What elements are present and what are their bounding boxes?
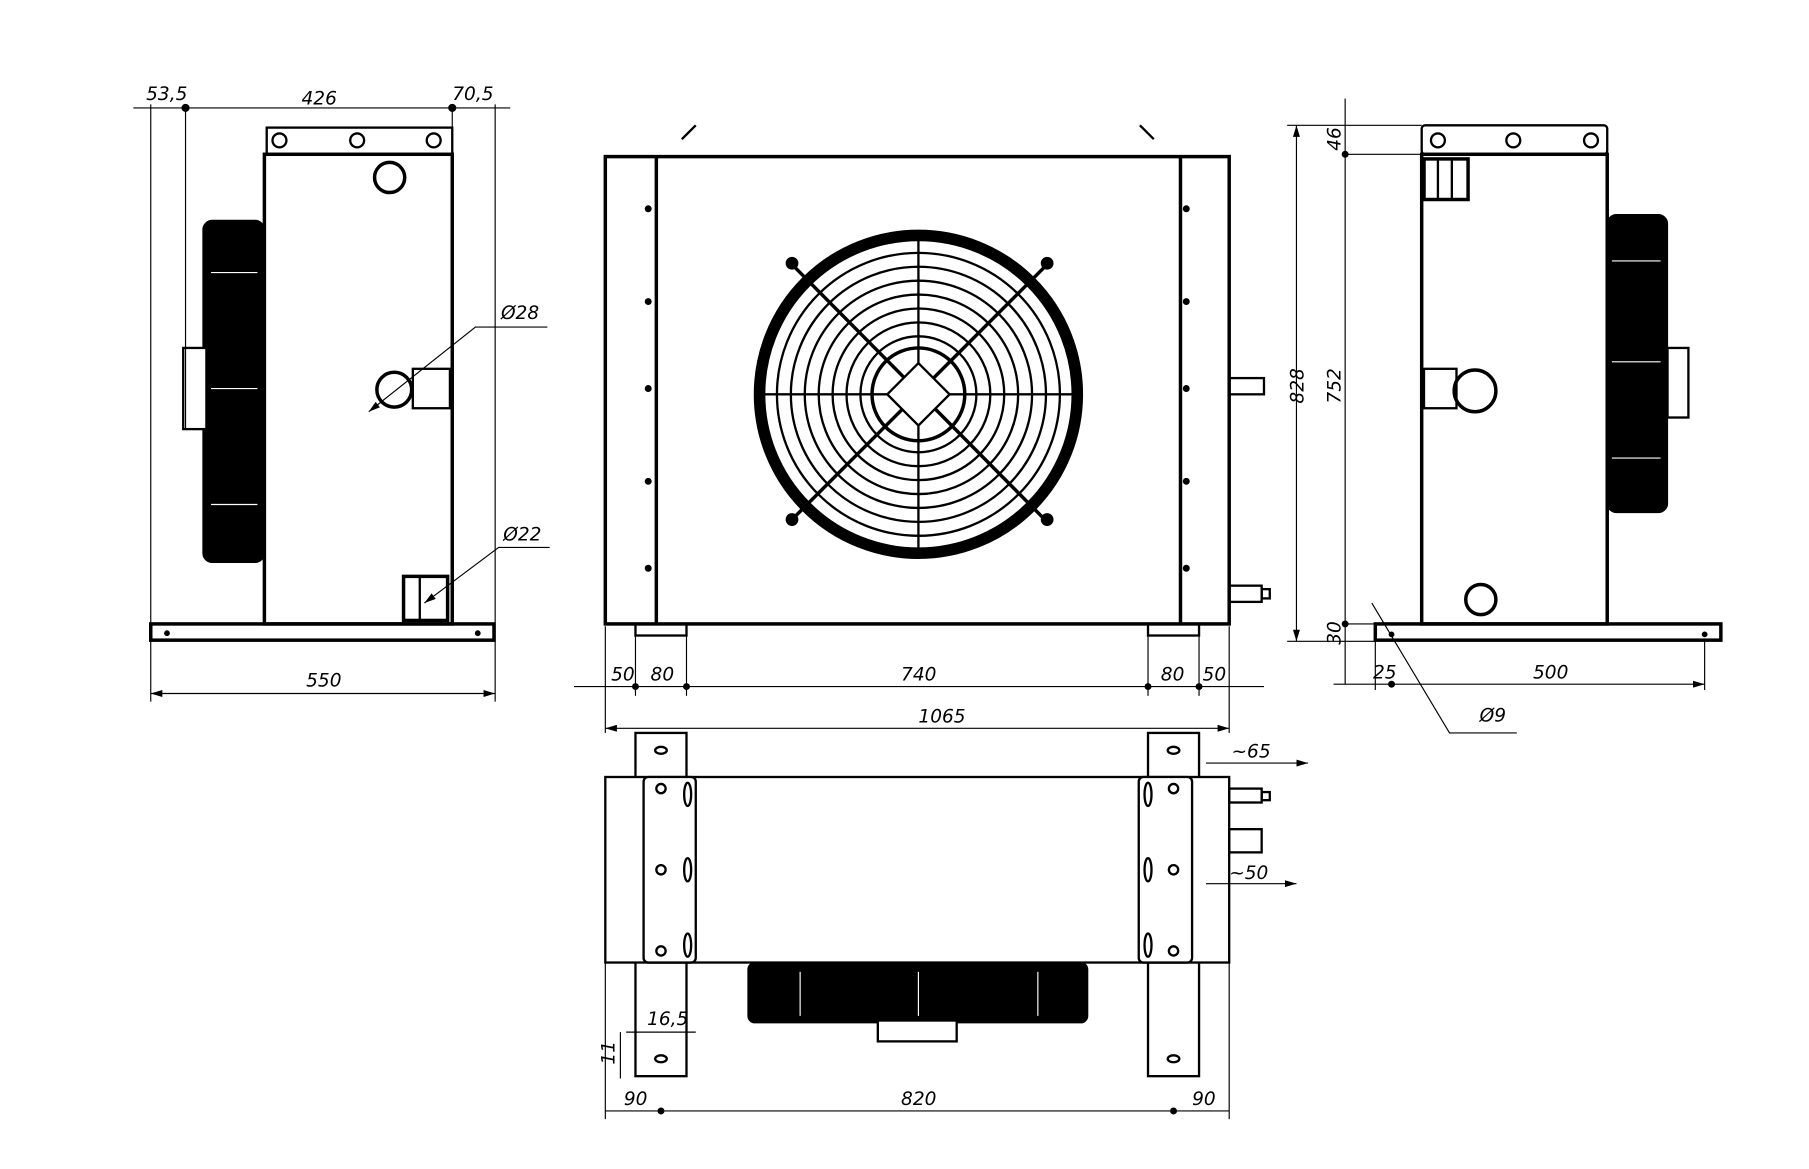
dim-hole-offset-right: 25	[1373, 662, 1397, 683]
dim-body-width: 426	[302, 88, 337, 109]
right-side-view: 828 752 46 30 25 500 Ø9	[1287, 98, 1723, 734]
dim-foot-left: 80	[651, 665, 675, 686]
fan-guard	[753, 229, 1084, 559]
dim-pipe-large: Ø28	[500, 303, 539, 324]
junction-box	[182, 346, 208, 431]
unit-body-bottom	[604, 775, 1231, 964]
base-plate	[149, 622, 496, 642]
dim-hole-offset: 16,5	[647, 1009, 688, 1030]
front-view: 50 80 740 80 50 1065	[574, 124, 1271, 733]
dim-pipe-top: ~65	[1232, 741, 1271, 762]
dim-base-length: 550	[306, 671, 341, 692]
dim-edge-left: 50	[611, 665, 635, 686]
dim-body-height: 752	[1325, 368, 1346, 403]
dim-leg-right: 90	[1192, 1089, 1216, 1110]
dim-edge-right: 50	[1203, 665, 1227, 686]
dim-offset-left: 53,5	[146, 84, 187, 105]
base-plate-right	[1373, 622, 1723, 642]
dim-pipe-bottom: ~50	[1229, 863, 1268, 884]
dim-offset-right: 70,5	[452, 84, 493, 105]
dim-foot-right: 80	[1161, 665, 1185, 686]
dim-total-width: 1065	[918, 706, 965, 727]
dim-pipe-small: Ø22	[502, 524, 541, 545]
dim-leg-span: 820	[901, 1089, 936, 1110]
dim-base: 30	[1325, 621, 1346, 645]
top-bracket	[265, 126, 454, 156]
left-side-view: 53,5 426 70,5 Ø28 Ø22 550	[133, 84, 550, 702]
pipe-connection-28	[375, 370, 414, 409]
drain-port	[372, 160, 407, 195]
pipe-connection-22	[401, 574, 450, 623]
dim-center: 740	[901, 665, 936, 686]
dim-leg-left: 90	[624, 1089, 648, 1110]
dim-hole-size: 11	[599, 1041, 620, 1065]
fan-housing	[202, 219, 265, 564]
dim-total-height: 828	[1287, 368, 1308, 403]
dim-hole-span: 500	[1533, 662, 1568, 683]
dim-hole-diameter: Ø9	[1479, 705, 1506, 726]
dim-bracket: 46	[1325, 127, 1346, 151]
bottom-view: ~65 ~50 16,5 11 90 820 90	[599, 731, 1309, 1120]
fan-hub	[885, 361, 952, 428]
